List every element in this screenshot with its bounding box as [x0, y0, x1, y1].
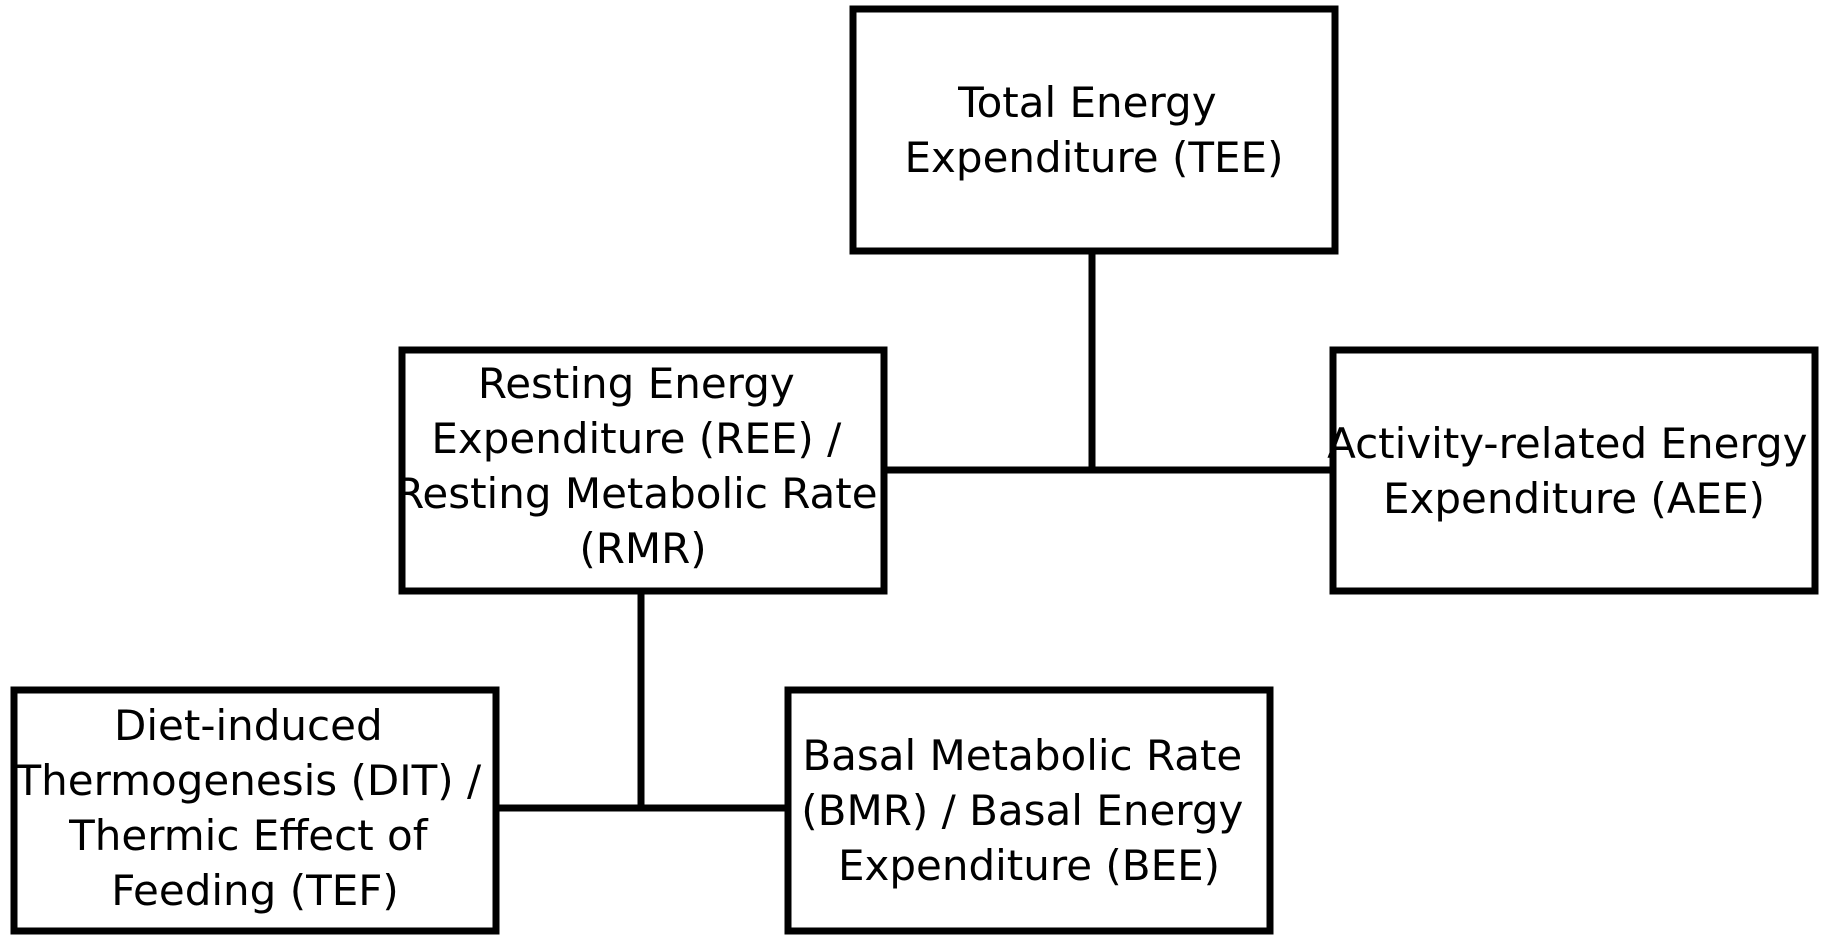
node-dit-line-2: Thermogenesis (DIT) /: [14, 756, 482, 805]
connectors: [496, 251, 1333, 812]
node-dit-line-1: Diet-induced: [114, 701, 383, 750]
node-ree-line-2: Expenditure (REE) /: [431, 414, 842, 463]
node-tee-box: [849, 5, 1339, 255]
node-dit-line-3: Thermic Effect of: [68, 811, 429, 860]
node-aee-line-1: Activity-related Energy: [1327, 419, 1807, 468]
node-tee-line-2: Expenditure (TEE): [905, 133, 1284, 182]
node-aee-box: [1329, 346, 1819, 595]
node-ree-label: Resting Energy Expenditure (REE) / Resti…: [395, 359, 891, 573]
node-tee-label: Total Energy Expenditure (TEE): [905, 78, 1284, 182]
node-dit-box: [10, 686, 500, 935]
node-bmr-line-1: Basal Metabolic Rate: [802, 731, 1242, 780]
node-ree-box: [398, 346, 888, 595]
node-aee-line-2: Expenditure (AEE): [1383, 474, 1765, 523]
node-bmr-label: Basal Metabolic Rate (BMR) / Basal Energ…: [801, 731, 1256, 890]
node-bmr-line-3: Expenditure (BEE): [838, 841, 1220, 890]
node-bmr: Basal Metabolic Rate (BMR) / Basal Energ…: [784, 686, 1274, 935]
node-dit-label: Diet-induced Thermogenesis (DIT) / Therm…: [14, 701, 494, 915]
node-tee-line-1: Total Energy: [957, 78, 1216, 127]
node-bmr-box: [784, 686, 1274, 935]
node-dit-line-4: Feeding (TEF): [111, 866, 399, 915]
node-ree: Resting Energy Expenditure (REE) / Resti…: [395, 346, 891, 595]
node-tee: Total Energy Expenditure (TEE): [849, 5, 1339, 255]
node-bmr-line-2: (BMR) / Basal Energy: [801, 786, 1243, 835]
node-ree-line-1: Resting Energy: [478, 359, 795, 408]
node-aee: Activity-related Energy Expenditure (AEE…: [1327, 346, 1821, 595]
node-ree-line-4: (RMR): [579, 524, 706, 573]
node-aee-label: Activity-related Energy Expenditure (AEE…: [1327, 419, 1821, 523]
node-ree-line-3: Resting Metabolic Rate: [395, 469, 878, 518]
node-dit: Diet-induced Thermogenesis (DIT) / Therm…: [10, 686, 500, 935]
